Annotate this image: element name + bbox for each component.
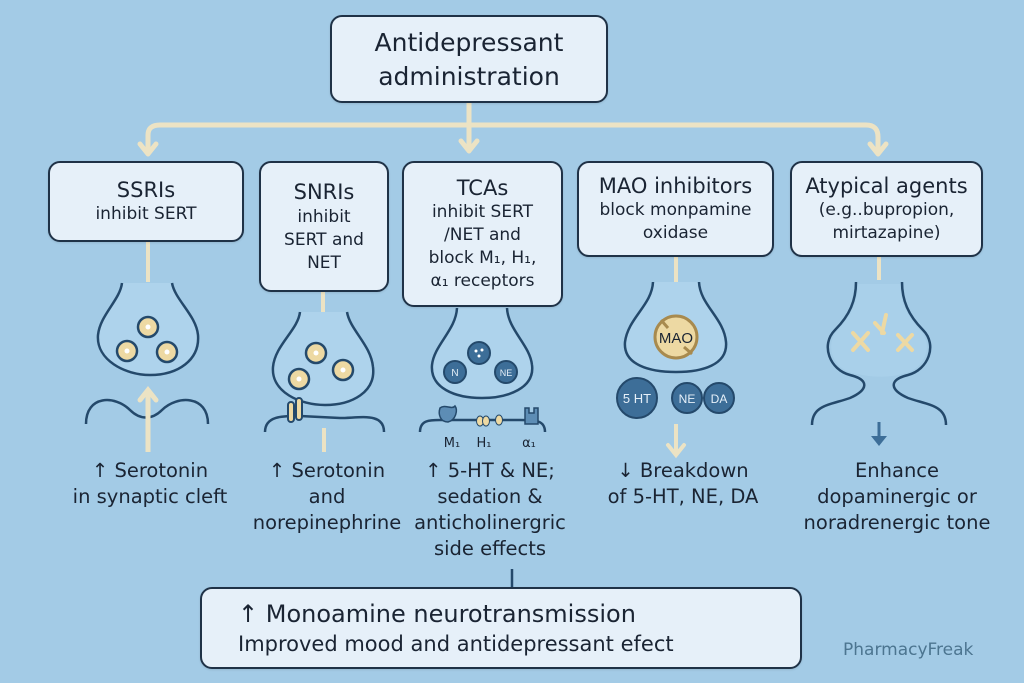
snri-desc-line: inhibit bbox=[297, 206, 351, 227]
mao-inhibition-slash bbox=[659, 319, 670, 329]
atypical-synapse bbox=[810, 281, 948, 446]
molecule-x-marks bbox=[851, 313, 914, 352]
transporter bbox=[287, 401, 295, 423]
arrowhead-center bbox=[458, 138, 480, 154]
snri-effect: ↑ Serotonin and norepinephrine bbox=[237, 458, 417, 536]
top-connectors bbox=[137, 100, 889, 157]
transporter bbox=[295, 397, 303, 421]
atypical-desc-line: mirtazapine) bbox=[832, 223, 941, 243]
tca-synapse: N NE M₁ H₁ α₁ bbox=[418, 307, 547, 451]
effect-line: ↑ Serotonin bbox=[268, 459, 386, 482]
effect-line: norepinephrine bbox=[252, 511, 402, 534]
effect-line: side effects bbox=[433, 537, 547, 560]
tca-desc-line: inhibit SERT bbox=[431, 202, 534, 222]
mao-effect: ↓ Breakdown of 5-HT, NE, DA bbox=[593, 458, 773, 510]
snri-box: SNRIs inhibit SERT and NET bbox=[259, 161, 389, 292]
administration-title-line1: Antidepressant bbox=[374, 28, 564, 57]
branch-line bbox=[145, 122, 881, 156]
ssri-effect: ↑ Serotonin in synaptic cleft bbox=[50, 458, 250, 510]
mao-box: MAO inhibitors block monpamine oxidase bbox=[577, 161, 774, 257]
molecule-label-5ht: 5 HT bbox=[623, 391, 651, 406]
receptor-m1 bbox=[438, 404, 458, 423]
vesicle-n bbox=[443, 360, 467, 384]
postsynaptic-membrane bbox=[263, 414, 386, 433]
outcome-title: ↑ Monoamine neurotransmission bbox=[238, 600, 636, 628]
molecule-label-ne: NE bbox=[679, 392, 696, 406]
ssri-title: SSRIs bbox=[116, 178, 176, 202]
tca-desc-line: α₁ receptors bbox=[430, 271, 535, 291]
vesicle-label-ne: NE bbox=[500, 368, 513, 378]
effect-line: ↓ Breakdown bbox=[617, 459, 749, 482]
vesicle-center bbox=[467, 341, 491, 365]
down-arrow-head bbox=[666, 443, 686, 459]
effect-line: ↑ Serotonin bbox=[91, 459, 209, 482]
effect-line: ↑ 5-HT & NE; bbox=[425, 459, 555, 482]
synapse-shape bbox=[810, 281, 866, 426]
arrowhead-right bbox=[867, 141, 889, 157]
ssri-box: SSRIs inhibit SERT bbox=[48, 161, 244, 242]
molecule-5ht bbox=[616, 377, 658, 419]
mao-label: MAO bbox=[659, 330, 693, 347]
molecule-label-da: DA bbox=[711, 392, 728, 406]
mao-title: MAO inhibitors bbox=[598, 174, 753, 198]
administration-box: Antidepressant administration bbox=[330, 15, 608, 103]
mao-desc-line: oxidase bbox=[642, 223, 709, 243]
arrowhead-left bbox=[137, 141, 159, 157]
effect-line: and bbox=[308, 485, 346, 508]
receptor-alpha1 bbox=[524, 407, 539, 425]
ssri-synapse bbox=[84, 282, 210, 452]
receptor-label-alpha1: α₁ bbox=[522, 436, 536, 451]
outcome-box: ↑ Monoamine neurotransmission Improved m… bbox=[200, 587, 802, 669]
up-arrow-head bbox=[137, 385, 159, 403]
effect-line: Enhance bbox=[854, 459, 940, 482]
tca-box: TCAs inhibit SERT /NET and block M₁, H₁,… bbox=[402, 161, 563, 307]
atypical-box: Atypical agents (e.g..bupropion, mirtaza… bbox=[790, 161, 983, 257]
vesicle-label-n: N bbox=[451, 368, 458, 379]
watermark-logo: PharmacyFreak bbox=[843, 640, 974, 660]
effect-line: noradrenergic tone bbox=[803, 511, 991, 534]
snri-title: SNRIs bbox=[293, 179, 355, 204]
effect-line: dopaminergic or bbox=[817, 485, 977, 508]
ssri-desc: inhibit SERT bbox=[95, 204, 197, 224]
molecule-da bbox=[703, 382, 735, 414]
molecule-ne bbox=[671, 382, 703, 414]
atypical-title: Atypical agents bbox=[805, 174, 968, 198]
receptor-label-m1: M₁ bbox=[444, 436, 460, 451]
tca-desc-line: /NET and bbox=[444, 225, 521, 245]
box-stems bbox=[146, 242, 881, 313]
administration-title-line2: administration bbox=[378, 62, 560, 91]
tca-desc-line: block M₁, H₁, bbox=[428, 248, 537, 268]
tca-title: TCAs bbox=[456, 176, 509, 200]
effect-line: anticholinergric bbox=[414, 511, 566, 534]
effect-line: sedation & bbox=[437, 485, 543, 508]
mao-desc-line: block monpamine bbox=[599, 200, 752, 220]
atypical-effect: Enhance dopaminergic or noradrenergic to… bbox=[787, 458, 1007, 536]
receptor-label-h1: H₁ bbox=[477, 436, 492, 451]
mao-synapse: MAO 5 HT NE DA bbox=[616, 281, 735, 459]
snri-synapse bbox=[263, 311, 386, 452]
vesicle-ne bbox=[494, 360, 518, 384]
down-arrow-head bbox=[871, 436, 887, 446]
effect-line: of 5-HT, NE, DA bbox=[607, 485, 759, 508]
outcome-subtitle: Improved mood and antidepressant efect bbox=[238, 632, 674, 656]
snri-desc-line: SERT and bbox=[284, 229, 364, 250]
snri-desc-line: NET bbox=[307, 252, 341, 273]
tca-effect: ↑ 5-HT & NE; sedation & anticholinergric… bbox=[410, 458, 570, 562]
effect-line: in synaptic cleft bbox=[72, 485, 228, 508]
atypical-desc-line: (e.g..bupropion, bbox=[818, 200, 955, 220]
